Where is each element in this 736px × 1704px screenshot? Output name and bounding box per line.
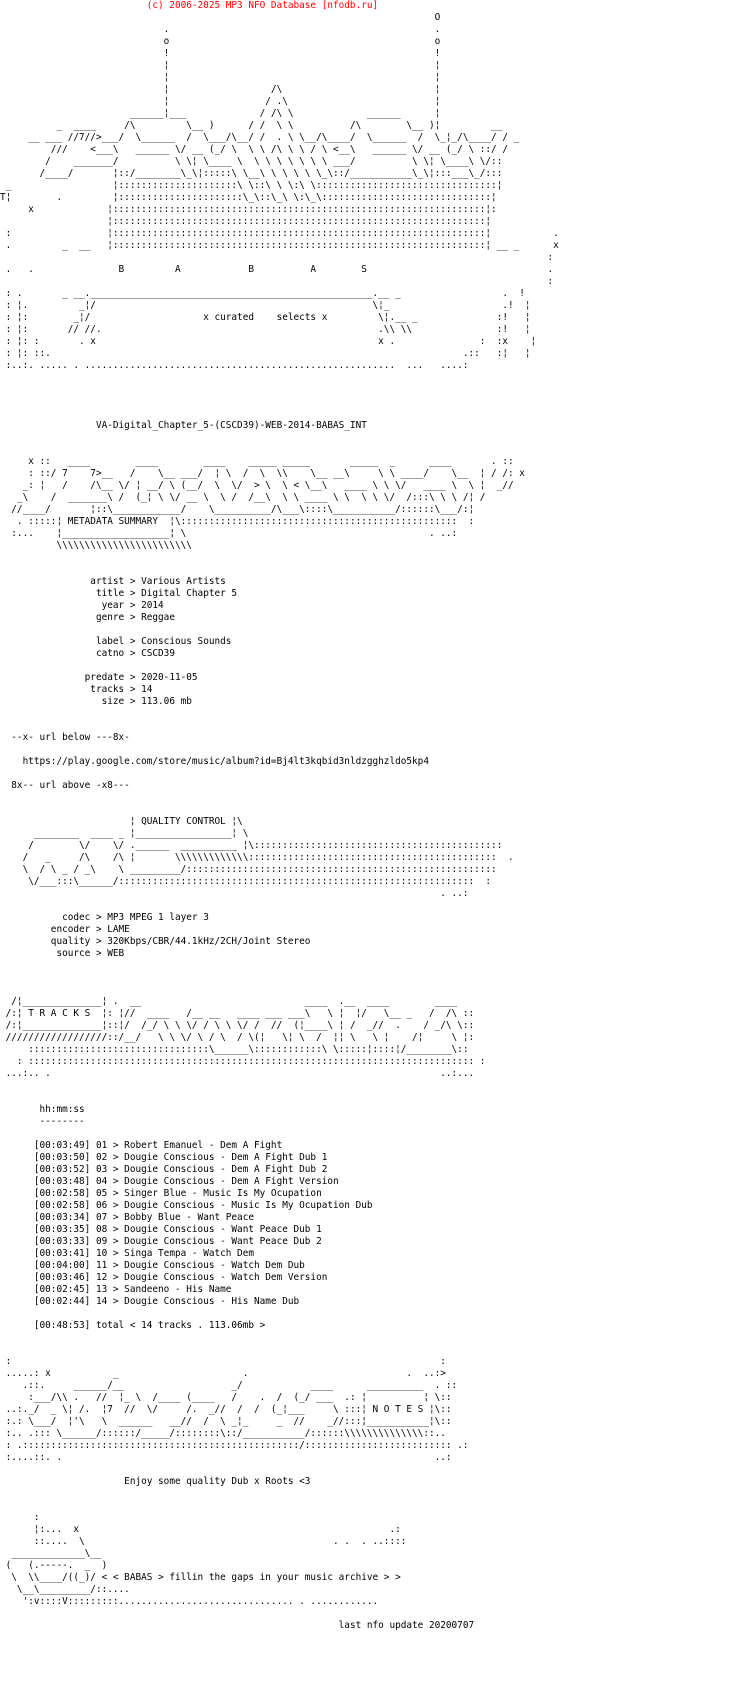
nfo-db-copyright: (c) 2006-2025 MP3 NFO Database [nfodb.ru… — [0, 0, 736, 12]
nfo-body: O . . o o ! — [0, 12, 559, 1631]
copyright-text: (c) 2006-2025 MP3 NFO Database [nfodb.ru… — [146, 0, 379, 11]
nfo-document: (c) 2006-2025 MP3 NFO Database [nfodb.ru… — [0, 0, 736, 1631]
